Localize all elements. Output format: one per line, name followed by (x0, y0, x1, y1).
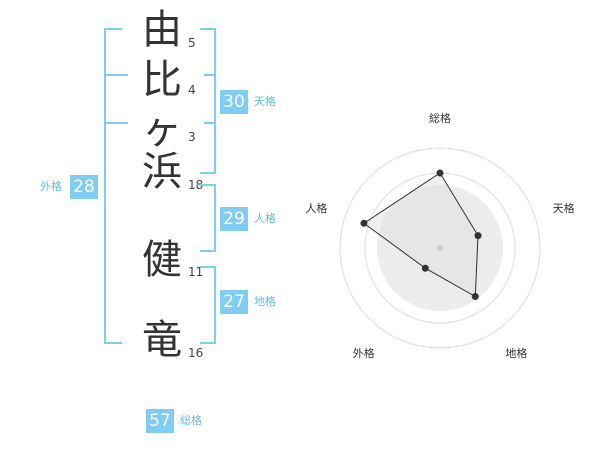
radar-axis-label: 総格 (429, 111, 451, 125)
stroke-count-6: 16 (188, 346, 204, 360)
jinkaku-value: 29 (220, 207, 248, 231)
name-char-3: ヶ (142, 107, 182, 153)
name-char-6: 竜 (142, 317, 182, 363)
stroke-count-5: 11 (188, 265, 204, 279)
gaikaku-bracket (104, 28, 122, 344)
radar-axis-label: 人格 (305, 201, 327, 215)
stroke-count-4: 18 (188, 178, 204, 192)
radar-point-2 (474, 232, 482, 240)
chikaku-bracket (200, 266, 216, 344)
radar-point-5 (360, 219, 368, 227)
tenkaku-bracket (200, 28, 216, 174)
bracket-divider (104, 74, 128, 76)
gaikaku-value: 28 (70, 175, 98, 199)
name-char-5: 健 (142, 237, 182, 283)
chikaku-label: 地格 (254, 295, 276, 308)
name-char-4: 浜 (142, 149, 182, 195)
tenkaku-label: 天格 (254, 95, 276, 108)
name-char-2: 比 (142, 57, 182, 103)
radar-series-polygon (363, 172, 479, 298)
radar-point-1 (436, 169, 444, 177)
radar-grid-ring (339, 147, 541, 349)
stroke-count-2: 4 (188, 83, 196, 97)
radar-axis-label: 外格 (353, 346, 375, 360)
radar-point-3 (471, 293, 479, 301)
stroke-count-1: 5 (188, 36, 196, 50)
bracket-divider (204, 74, 216, 76)
jinkaku-bracket (200, 184, 216, 252)
soukaku-value: 57 (146, 409, 174, 433)
bracket-divider (104, 122, 128, 124)
name-char-1: 由 (142, 7, 182, 53)
gaikaku-label: 外格 (40, 180, 62, 193)
jinkaku-label: 人格 (254, 212, 276, 225)
stroke-count-3: 3 (188, 130, 196, 144)
bracket-divider (204, 122, 216, 124)
chikaku-value: 27 (220, 290, 248, 314)
soukaku-label: 総格 (180, 414, 202, 427)
radar-point-4 (421, 264, 429, 272)
tenkaku-value: 30 (220, 90, 248, 114)
radar-axis-label: 地格 (505, 346, 527, 360)
radar-axis-label: 天格 (553, 201, 575, 215)
